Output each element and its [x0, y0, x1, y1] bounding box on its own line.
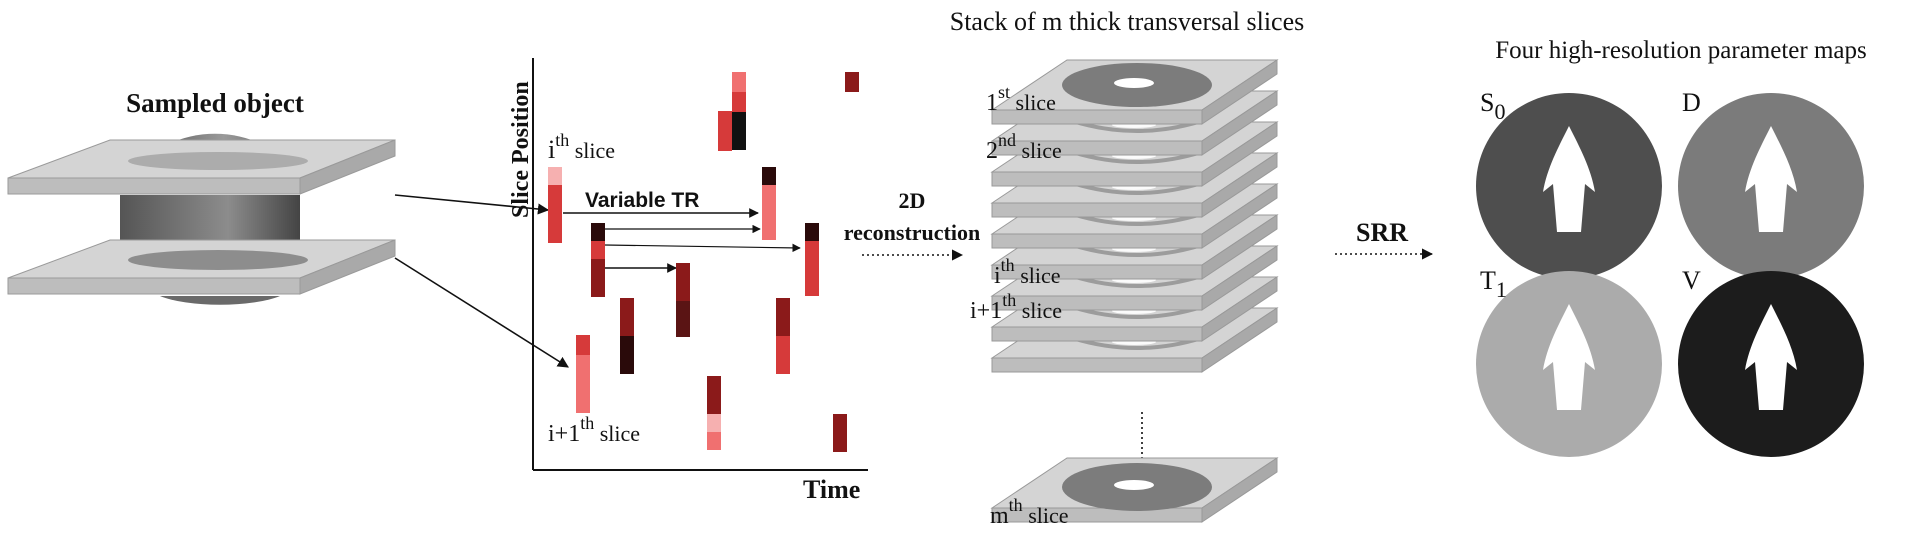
acq-block [676, 263, 690, 301]
map-s0: S0 [1476, 88, 1662, 279]
acq-block [676, 301, 690, 337]
acq-block [718, 111, 732, 151]
map-v: V [1678, 266, 1864, 457]
stack-label-1st: 1st slice [986, 82, 1056, 116]
reconstruction-step: 2D reconstruction [844, 188, 980, 261]
reconstruction-label-line1: 2D [899, 188, 926, 213]
plot-x-label: Time [803, 475, 860, 504]
map-arrow-shape [1543, 304, 1595, 410]
arrow-upper-slab-to-plot [394, 194, 550, 215]
maps-grid: S0 D T1 V [1476, 88, 1864, 457]
acq-block [845, 72, 859, 92]
stack-slabs [990, 59, 1279, 373]
sphere-bottom-cap [160, 296, 280, 305]
acq-block [732, 112, 746, 150]
acquisition-blocks [548, 72, 859, 452]
acq-block [707, 432, 721, 450]
maps-title: Four high-resolution parameter maps [1495, 37, 1866, 64]
lower-slab [7, 239, 396, 295]
stack-label-2nd: 2nd slice [986, 130, 1062, 164]
acq-block [776, 336, 790, 374]
acq-block [805, 223, 819, 241]
acq-block [833, 414, 847, 452]
variable-tr-label: Variable TR [585, 189, 699, 212]
srr-step: SRR [1335, 218, 1434, 260]
map-label-d: D [1682, 88, 1701, 117]
acq-block [732, 92, 746, 112]
acq-block [591, 241, 605, 259]
acq-block [620, 336, 634, 374]
stack-label-ith: ith slice [994, 255, 1061, 289]
stack-title: Stack of m thick transversal slices [950, 7, 1305, 36]
tr-arrow-3 [604, 243, 801, 253]
acq-block [707, 414, 721, 432]
sphere-middle-band [120, 195, 300, 240]
sampled-object-title: Sampled object [126, 88, 304, 118]
map-arrow-shape [1745, 126, 1797, 232]
mth-slice [990, 457, 1279, 523]
map-label-v: V [1682, 266, 1701, 295]
acq-block [548, 185, 562, 243]
map-label-t1: T1 [1480, 266, 1507, 302]
acq-block [776, 298, 790, 336]
reconstruction-label-line2: reconstruction [844, 220, 980, 245]
acq-block [732, 72, 746, 92]
upper-slab [7, 139, 396, 195]
map-t1: T1 [1476, 266, 1662, 457]
acq-block [762, 185, 776, 240]
plot-label-ith-slice: ith slice [548, 130, 615, 164]
map-arrow-shape [1745, 304, 1797, 410]
timing-plot: Slice Position Time ith slice i+1th slic… [508, 58, 868, 504]
acq-block [591, 259, 605, 297]
map-arrow-shape [1543, 126, 1595, 232]
acq-block [576, 335, 590, 355]
srr-label: SRR [1356, 218, 1408, 247]
plot-label-i1th-slice: i+1th slice [548, 413, 640, 447]
acq-block [576, 355, 590, 413]
acq-block [762, 167, 776, 185]
map-d: D [1678, 88, 1864, 279]
acq-block [707, 376, 721, 414]
sampled-object-section: Sampled object [7, 88, 569, 368]
slice-stack: Stack of m thick transversal slices 1st … [950, 7, 1305, 529]
acq-block [548, 167, 562, 185]
stack-label-i1th: i+1th slice [970, 290, 1062, 324]
map-label-s0: S0 [1480, 88, 1505, 124]
stack-slab [990, 59, 1279, 125]
parameter-maps: Four high-resolution parameter maps S0 D T… [1476, 37, 1867, 457]
acq-block [620, 298, 634, 336]
plot-y-label: Slice Position [508, 81, 534, 218]
acq-block [591, 223, 605, 241]
arrow-lower-slab-to-plot [394, 257, 569, 368]
stack-label-mth: mth slice [990, 495, 1069, 529]
acq-block [805, 241, 819, 296]
